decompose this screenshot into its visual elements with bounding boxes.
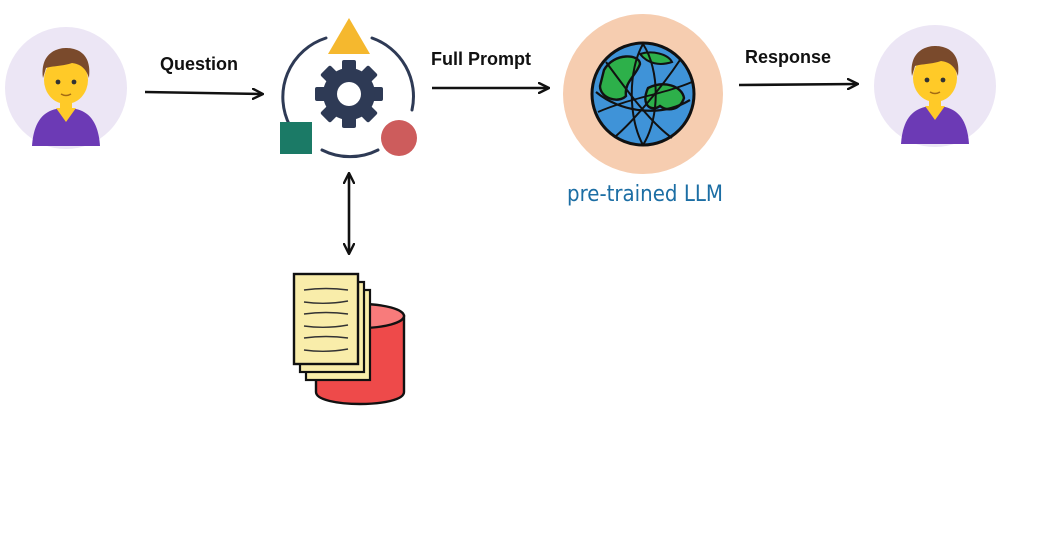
- llm-caption: pre-trained LLM: [567, 182, 723, 207]
- question-label: Question: [160, 54, 238, 74]
- full-prompt-label: Full Prompt: [431, 49, 531, 69]
- question-arrow: [144, 92, 262, 94]
- user-avatar-right: [874, 25, 996, 147]
- response-label: Response: [745, 47, 831, 67]
- response-arrow: [738, 84, 857, 85]
- llm-node: pre-trained LLM: [563, 14, 723, 207]
- orchestrator-node: [280, 18, 417, 159]
- user-avatar-left: [5, 27, 127, 149]
- gear-shapes-icon: [280, 18, 417, 159]
- documents-database-icon: [292, 272, 406, 406]
- square-shape: [280, 122, 312, 154]
- triangle-shape: [328, 18, 370, 54]
- circle-shape: [381, 120, 417, 156]
- gear-icon: [315, 60, 383, 128]
- knowledge-base-node: [292, 272, 406, 406]
- globe-icon: [590, 41, 696, 147]
- person-avatar-icon: [901, 46, 969, 144]
- person-avatar-icon: [32, 48, 100, 146]
